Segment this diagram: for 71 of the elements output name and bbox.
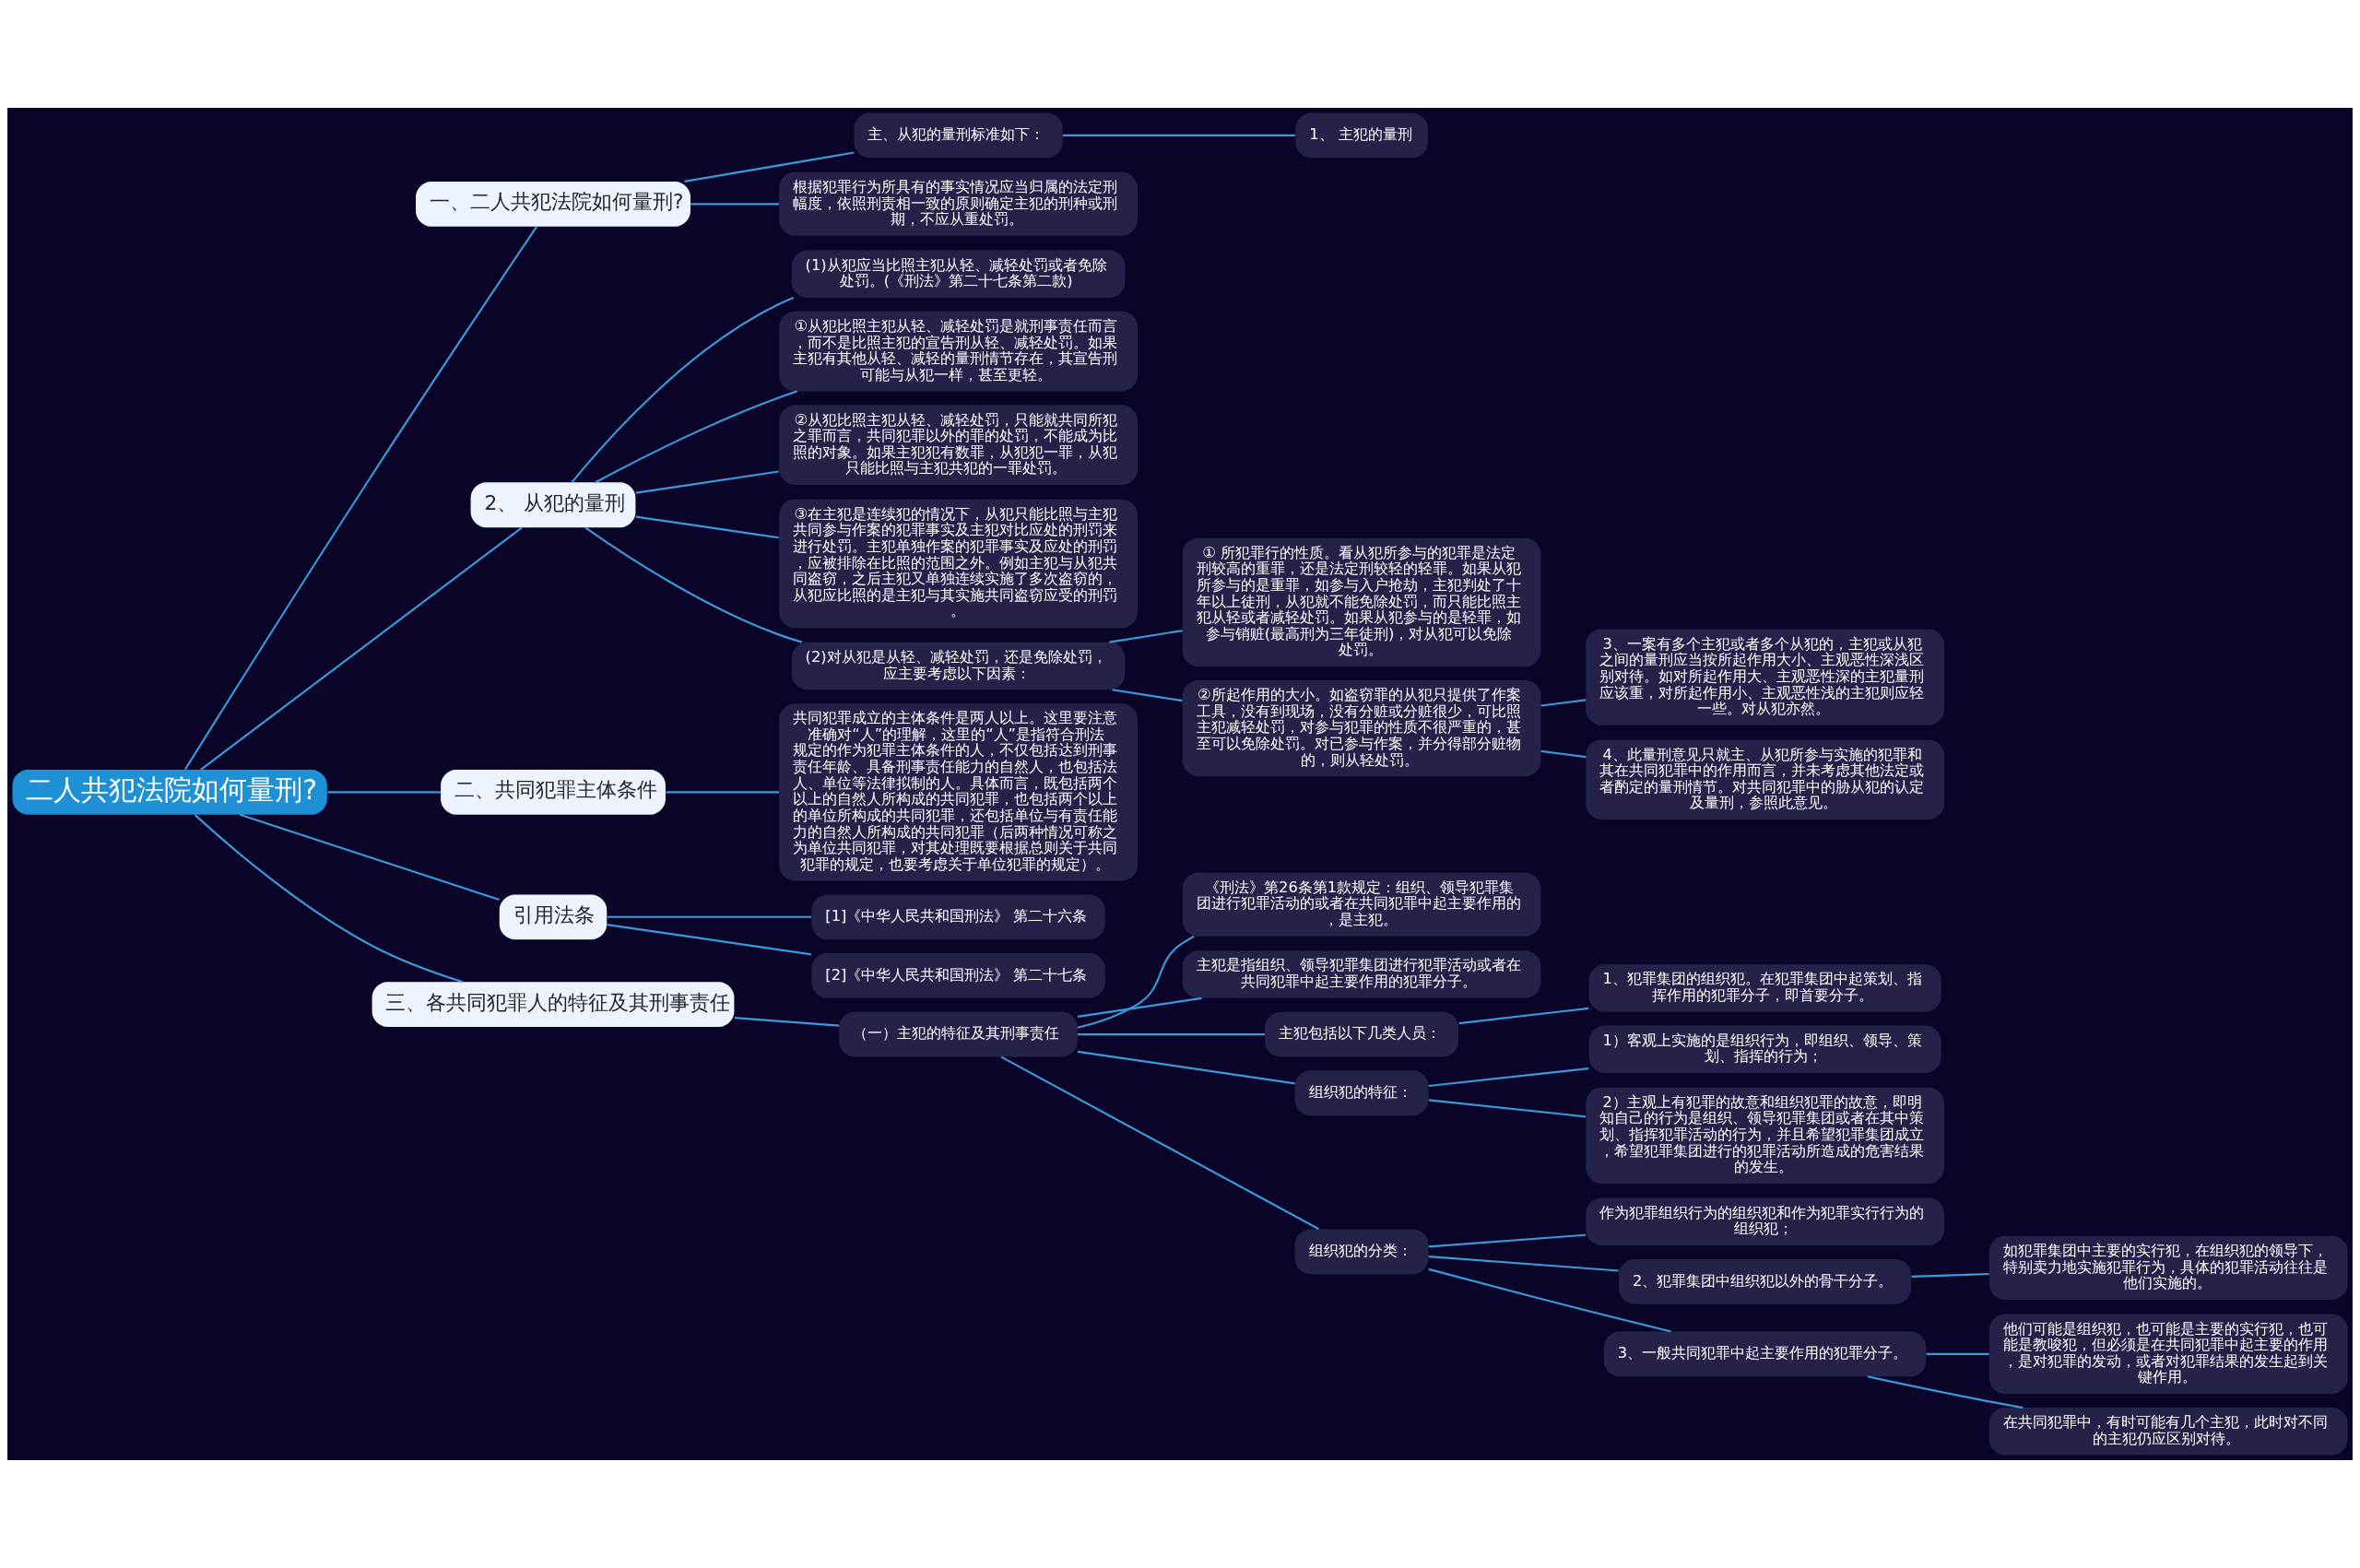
connector: [1077, 1050, 1295, 1085]
connector: [635, 515, 779, 539]
connector: [1926, 1352, 1989, 1355]
node-box: 1）客观上实施的是组织行为，即组织、领导、策划、指挥的行为；: [1588, 1025, 1941, 1074]
connector: [607, 915, 811, 918]
connector: [240, 813, 500, 902]
node-box: 在共同犯罪中，有时可能有几个主犯，此时对不同的主犯仍应区别对待。: [1988, 1408, 2348, 1456]
node-box: ②所起作用的大小。如盗窃罪的从犯只提供了作案工具，没有到现场，没有分赃或分赃很少，可比照主犯减轻处罚，对参与犯罪的性质不很严重的，甚至可以免除处罚。对已参与作案，并分得部分赃物的，则从轻处罚。: [1182, 680, 1541, 777]
connector: [734, 1017, 840, 1027]
connector: [1540, 699, 1587, 707]
node-box: 二人共犯法院如何量刑?: [12, 769, 327, 815]
connector: [1428, 1267, 1671, 1333]
node-box: 《刑法》第26条第1款规定：组织、领导犯罪集团进行犯罪活动的或者在共同犯罪中起主要作用的，是主犯。: [1182, 872, 1541, 937]
node-box: ① 所犯罪行的性质。看从犯所参与的犯罪是法定刑较高的重罪，还是法定刑较轻的轻罪。如果从犯所参与的是重罪，如参与入户抢劫，主犯判处了十年以上徒刑，从犯就不能免除处罚，而只能比照主犯从轻或者减轻处罚。如果从犯参与的是轻罪，如参与销赃(最高刑为三年徒刑)，对从犯可以免除处罚。: [1182, 537, 1541, 667]
node-box: 2）主观上有犯罪的故意和组织犯罪的故意，即明知自己的行为是组织、领导犯罪集团或者在其中策划、指挥犯罪活动的行为，并且希望犯罪集团成立，希望犯罪集团进行的犯罪活动所造成的危害结果的发生。: [1586, 1087, 1944, 1184]
connector: [1428, 1067, 1589, 1088]
node-box: 他们可能是组织犯，也可能是主要的实行犯，也可能是教唆犯，但必须是在共同犯罪中起主要的作用，是对犯罪的发动，或者对犯罪结果的发生起到关键作用。: [1988, 1314, 2348, 1395]
node-box: 三、各共同犯罪人的特征及其刑事责任: [372, 982, 735, 1027]
node-box: ③在主犯是连续犯的情况下，从犯只能比照与主犯共同参与作案的犯罪事实及主犯对比应处的刑罚来进行处罚。主犯单独作案的犯罪事实及应处的刑罚，应被排除在比照的范围之外。例如主犯与从犯共同盗窃，之后主犯又单独连续实施了多次盗窃的，从犯应比照的是主犯与其实施共同盗窃应受的刑罚。: [779, 499, 1138, 629]
node-box: 共同犯罪成立的主体条件是两人以上。这里要注意准确对“人”的理解，这里的“人”是指符合刑法规定的作为犯罪主体条件的人，不仅包括达到刑事责任年龄、具备刑事责任能力的自然人，也包括法人、单位等法律拟制的人。具体而言，既包括两个以上的自然人所构成的共同犯罪，也包括两个以上的单位所构成的共同犯罪，还包括单位与有责任能力的自然人所构成的共同犯罪（后两种情况可称之为单位共同犯罪，对其处理既要根据总则关于共同犯罪的规定，也要考虑关于单位犯罪的规定）。: [779, 703, 1138, 881]
connector: [1458, 1007, 1589, 1025]
connector: [1062, 134, 1295, 136]
node-box: 二、共同犯罪主体条件: [441, 769, 666, 815]
connector: [690, 203, 780, 206]
connector: [1428, 1233, 1586, 1248]
connector: [1077, 996, 1202, 1018]
connector: [1109, 630, 1183, 643]
node-box: (2)对从犯是从轻、减轻处罚，还是免除处罚，应主要考虑以下因素：: [791, 642, 1126, 690]
node-box: [2]《中华人民共和国刑法》 第二十七条: [811, 953, 1105, 998]
connector: [1428, 1099, 1587, 1118]
node-box: [1]《中华人民共和国刑法》 第二十六条: [811, 894, 1105, 940]
node-box: 如犯罪集团中主要的实行犯，在组织犯的领导下，特别卖力地实施犯罪行为，具体的犯罪活动往往是他们实施的。: [1988, 1235, 2348, 1300]
node-box: 1、 主犯的量刑: [1295, 112, 1428, 159]
connector: [194, 814, 464, 984]
node-box: 主犯是指组织、领导犯罪集团进行犯罪活动或者在共同犯罪中起主要作用的犯罪分子。: [1182, 950, 1541, 998]
connector: [684, 151, 855, 183]
node-box: （一）主犯的特征及其刑事责任: [839, 1011, 1078, 1057]
node-box: 3、一般共同犯罪中起主要作用的犯罪分子。: [1603, 1331, 1927, 1377]
connector: [1077, 935, 1195, 1029]
node-box: 4、此量刑意见只就主、从犯所参与实施的犯罪和其在共同犯罪中的作用而言，并未考虑其他法定或者酌定的量刑情节。对共同犯罪中的胁从犯的认定及量刑，参照此意见。: [1586, 739, 1944, 820]
node-box: 主、从犯的量刑标准如下：: [854, 112, 1063, 159]
connector: [666, 791, 780, 794]
connector: [200, 526, 523, 771]
node-box: 2、 从犯的量刑: [470, 482, 636, 528]
node-box: 引用法条: [499, 894, 608, 940]
node-box: 组织犯的特征：: [1294, 1070, 1429, 1116]
connector: [184, 226, 537, 771]
node-box: 作为犯罪组织行为的组织犯和作为犯罪实行行为的组织犯；: [1586, 1197, 1944, 1245]
connector: [1112, 689, 1183, 702]
node-box: 2、犯罪集团中组织犯以外的骨干分子。: [1619, 1258, 1912, 1304]
connector: [635, 470, 779, 494]
connector: [1867, 1375, 2024, 1409]
node-box: ②从犯比照主犯从轻、减轻处罚，只能就共同所犯之罪而言，共同犯罪以外的罪的处罚，不能成为比照的对象。如果主犯犯有数罪，从犯犯一罪，从犯只能比照与主犯共犯的一罪处罚。: [779, 405, 1138, 486]
connector: [327, 791, 442, 794]
connector: [595, 390, 797, 484]
connector: [1911, 1272, 1989, 1278]
node-box: 组织犯的分类：: [1294, 1229, 1429, 1275]
node-box: ①从犯比照主犯从轻、减轻处罚是就刑事责任而言，而不是比照主犯的宣告刑从轻、减轻处罚。如果主犯有其他从轻、减轻的量刑情节存在，其宣告刑可能与从犯一样，甚至更轻。: [779, 311, 1138, 392]
node-box: 主犯包括以下几类人员：: [1265, 1011, 1459, 1057]
node-box: 1、犯罪集团的组织犯。在犯罪集团中起策划、指挥作用的犯罪分子，即首要分子。: [1588, 964, 1941, 1012]
connector: [1000, 1055, 1320, 1231]
node-box: 一、二人共犯法院如何量刑?: [416, 181, 690, 227]
node-box: 3、一案有多个主犯或者多个从犯的，主犯或从犯之间的量刑应当按所起作用大小、主观恶性深浅区别对待。如对所起作用大、主观恶性深的主犯量刑应该重，对所起作用小、主观恶性浅的主犯则应轻一些。对从犯亦然。: [1586, 629, 1944, 725]
connector: [584, 526, 803, 643]
connector: [607, 924, 812, 956]
node-box: 根据犯罪行为所具有的事实情况应当归属的法定刑幅度，依照刑责相一致的原则确定主犯的刑种或刑期，不应从重处罚。: [779, 171, 1138, 236]
connector: [571, 296, 795, 483]
node-box: (1)从犯应当比照主犯从轻、减轻处罚或者免除处罚。(《刑法》第二十七条第二款): [791, 250, 1126, 298]
connector: [1540, 749, 1587, 759]
connector: [1078, 1033, 1265, 1036]
connector: [1428, 1256, 1619, 1272]
